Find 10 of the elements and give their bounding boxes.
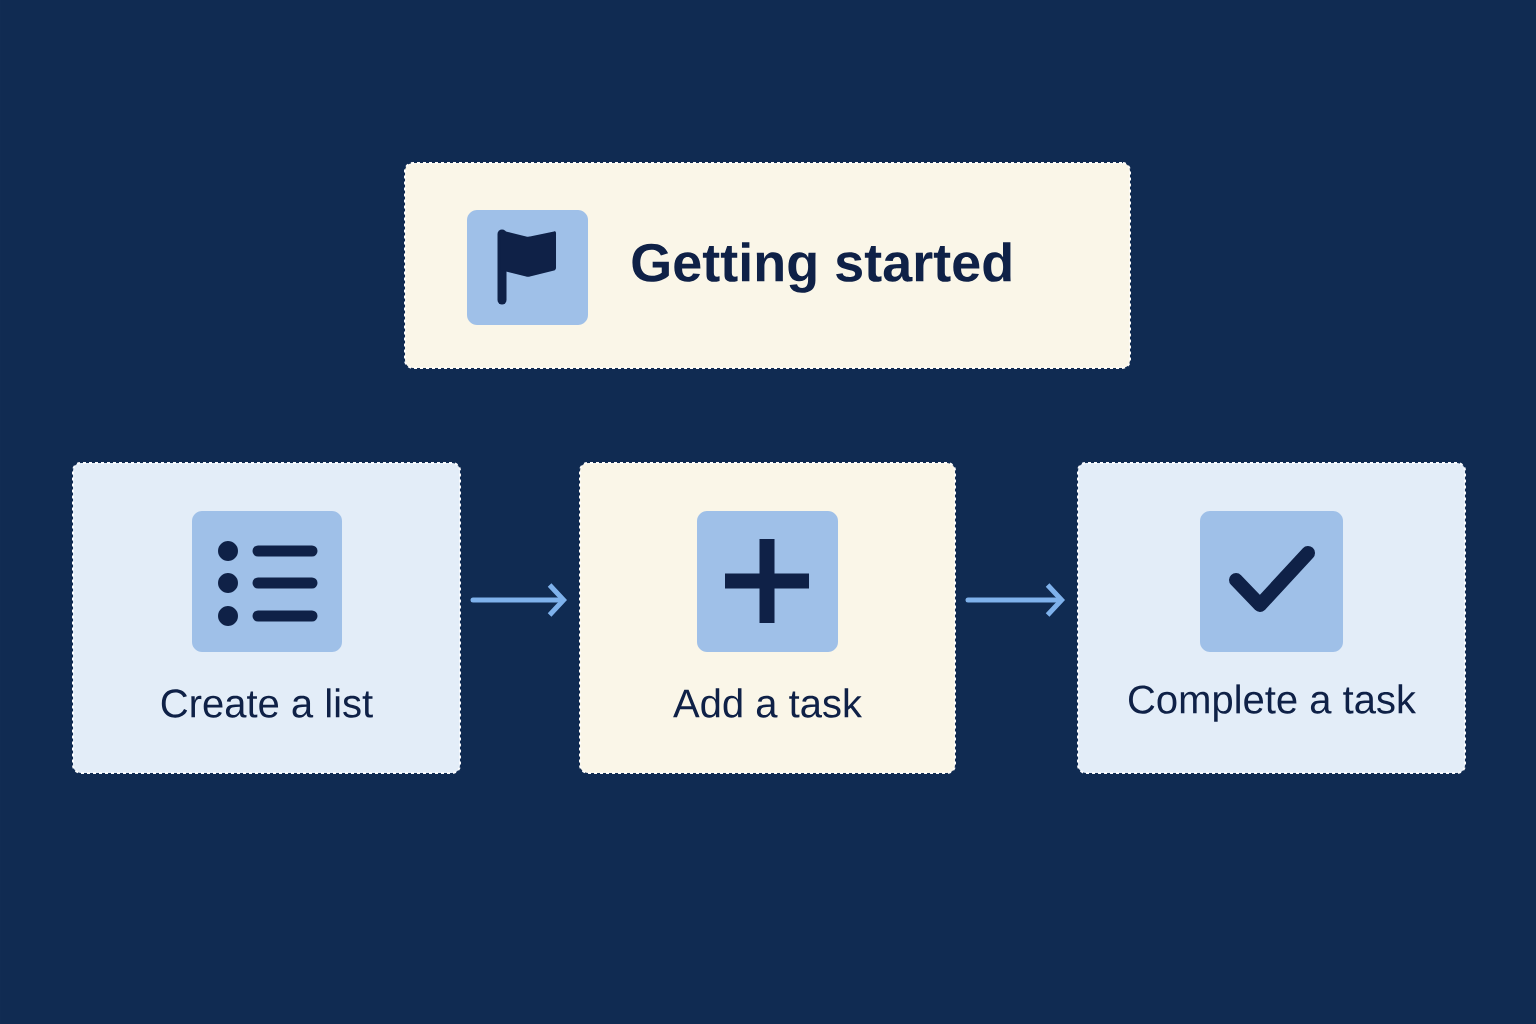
arrow <box>470 583 567 617</box>
step-label: Complete a task <box>1129 684 1416 722</box>
step-card <box>72 462 461 774</box>
step-card <box>1077 462 1466 774</box>
step-card <box>579 462 956 774</box>
heading-text: Getting started <box>632 242 1011 293</box>
arrow <box>965 583 1065 617</box>
title-card <box>404 162 1131 369</box>
step-label: Add a task <box>673 688 863 718</box>
step-label: Create a list <box>161 688 373 718</box>
